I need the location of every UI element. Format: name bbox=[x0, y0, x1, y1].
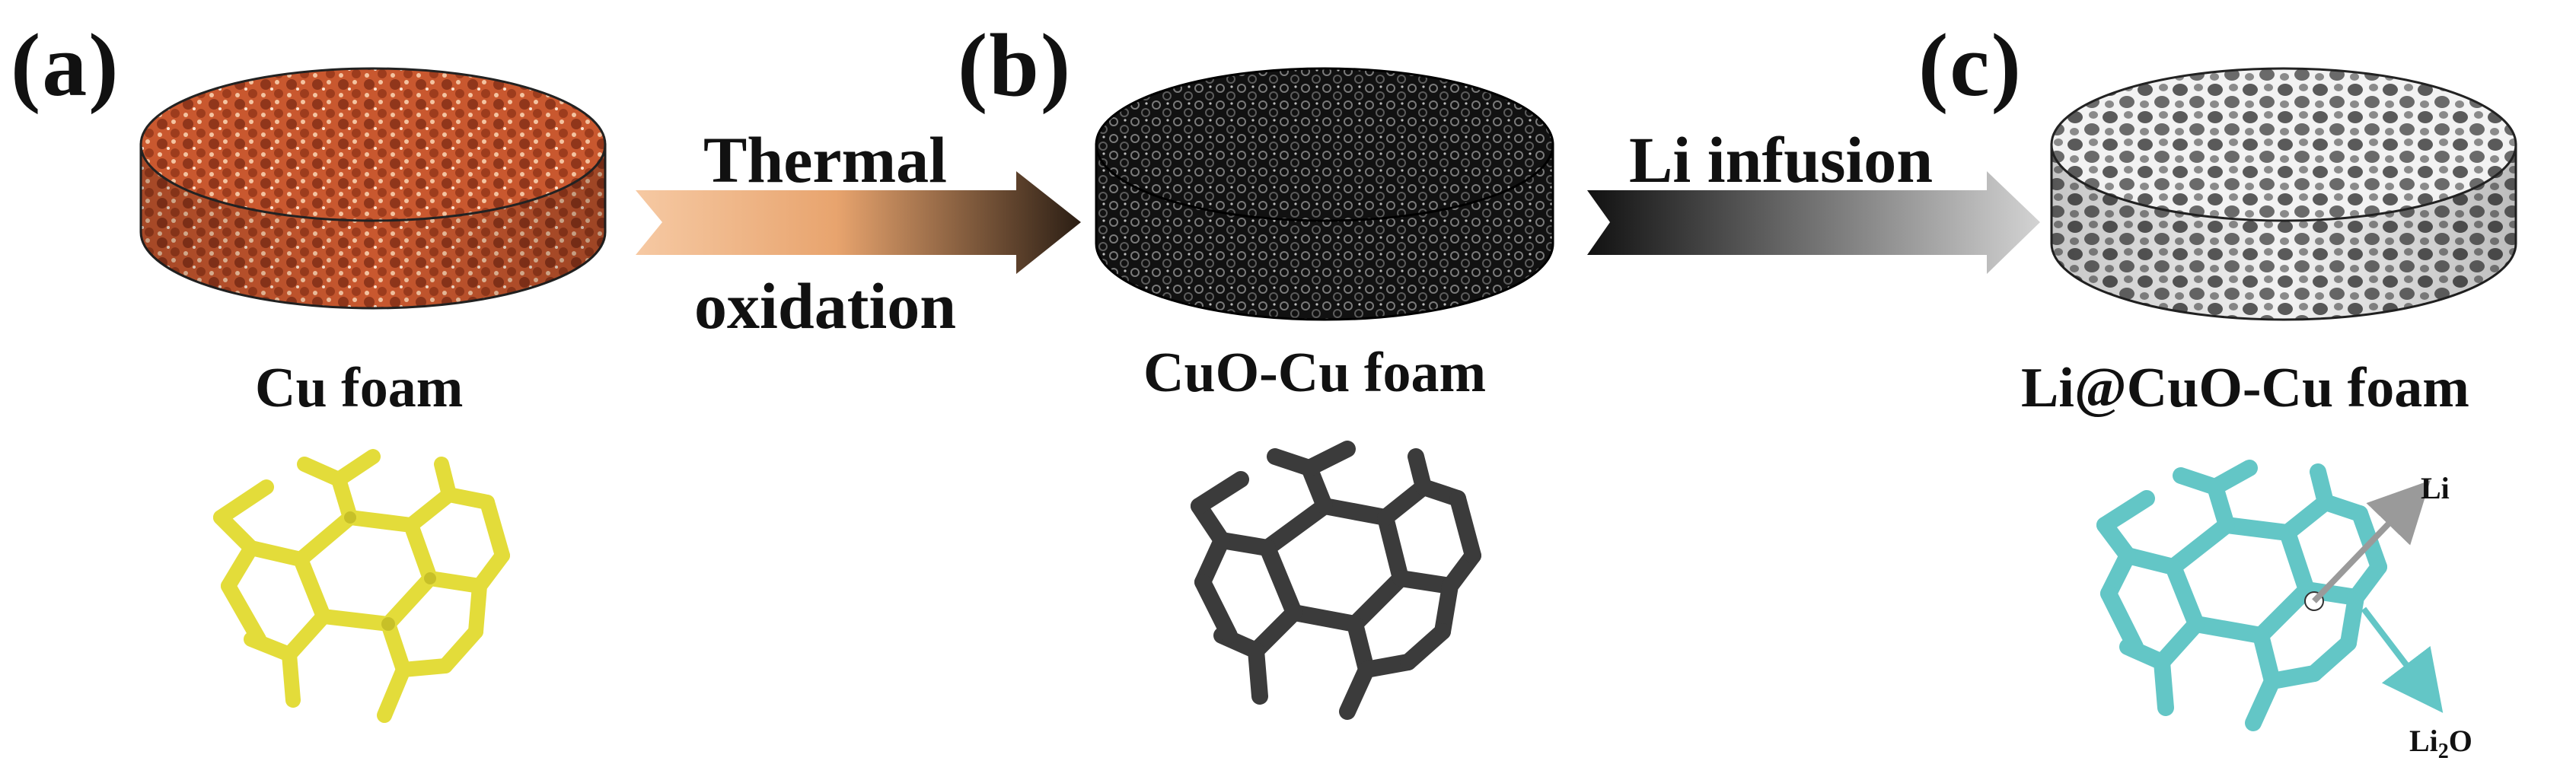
arrow-label-thermal: Thermal bbox=[703, 123, 948, 196]
yellow-cu-cell-icon bbox=[213, 449, 510, 723]
li2o-pointer-arrow bbox=[2361, 606, 2444, 713]
foam-name-cuo-cu: CuO-Cu foam bbox=[1143, 342, 1487, 404]
foam-name-cu: Cu foam bbox=[255, 357, 464, 419]
cyan-li-cell-icon bbox=[2096, 460, 2387, 731]
thermal-oxidation-arrow bbox=[636, 171, 1081, 274]
li-infusion-arrow bbox=[1587, 171, 2040, 274]
arrow-label-li-infusion: Li infusion bbox=[1629, 123, 1934, 196]
panel-label-c: (c) bbox=[1918, 15, 2023, 115]
arrow-label-oxidation: oxidation bbox=[694, 269, 957, 342]
cu-foam-disc bbox=[139, 67, 607, 310]
li-annotation: Li bbox=[2421, 471, 2450, 505]
li-pointer-arrow bbox=[2312, 480, 2431, 603]
panel-label-b: (b) bbox=[958, 15, 1073, 115]
li2o-annotation: Li2O bbox=[2409, 724, 2472, 763]
cuo-cu-foam-disc bbox=[1095, 67, 1554, 321]
panel-label-a: (a) bbox=[11, 15, 120, 115]
li-cuo-cu-foam-disc bbox=[2050, 67, 2517, 321]
foam-name-li-cuo-cu: Li@CuO-Cu foam bbox=[2021, 357, 2469, 419]
dark-cuo-cell-icon bbox=[1191, 441, 1481, 720]
yellow-cu-cell-joints bbox=[344, 511, 436, 631]
